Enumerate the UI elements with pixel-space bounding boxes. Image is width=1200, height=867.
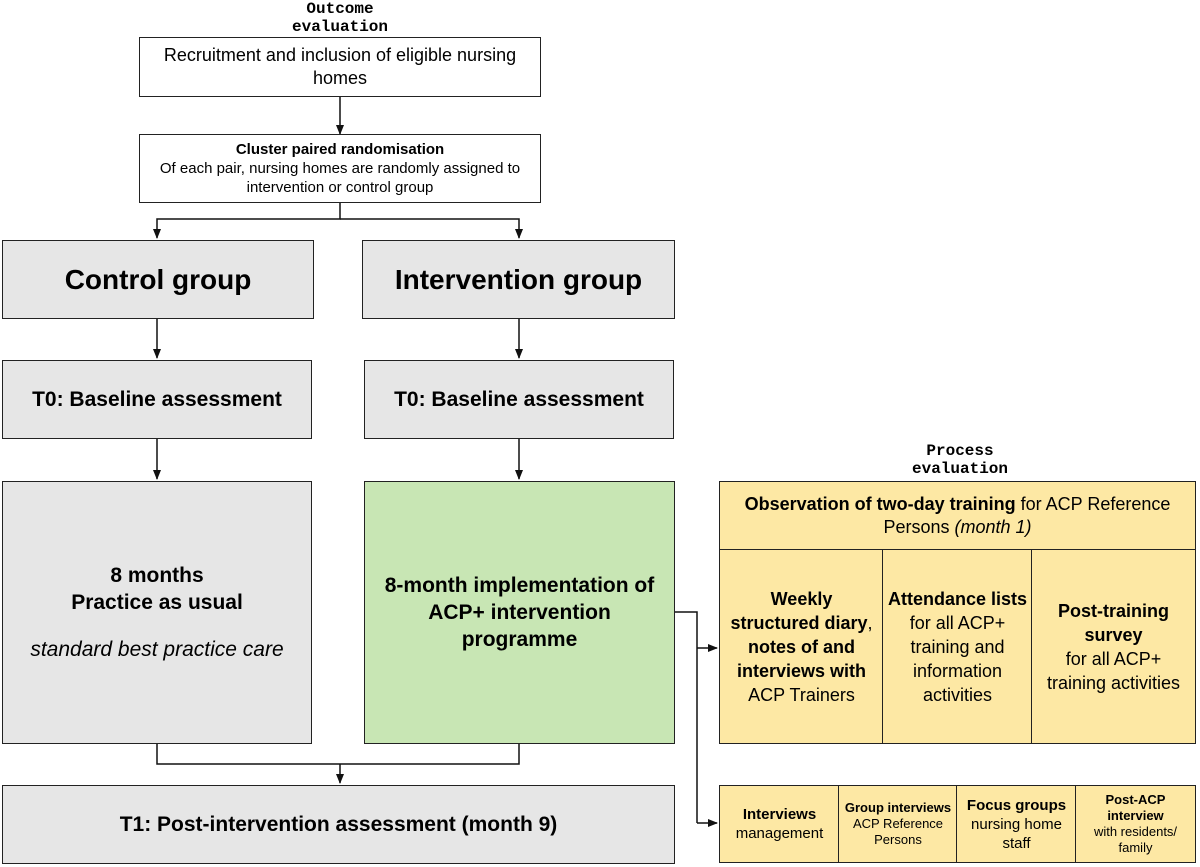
- split-line-right: [340, 218, 523, 239]
- diary-comma: ,: [867, 612, 873, 633]
- recruitment-box: Recruitment and inclusion of eligible nu…: [139, 37, 541, 97]
- acp-programme-box: 8-month implementation of ACP+ intervent…: [364, 481, 675, 744]
- recruitment-text: Recruitment and inclusion of eligible nu…: [163, 45, 517, 88]
- practice-duration: 8 months: [110, 564, 204, 587]
- attendance-detail: for all ACP+ training and information ac…: [909, 612, 1006, 705]
- diary-box: Weekly structured diary, notes of and in…: [719, 549, 884, 744]
- control-baseline-box: T0: Baseline assessment: [2, 360, 312, 439]
- randomisation-title: Cluster paired randomisation: [235, 141, 445, 158]
- control-baseline-text: T0: Baseline assessment: [32, 387, 282, 411]
- split-line: [153, 203, 341, 239]
- practice-description: standard best practice care: [30, 638, 284, 661]
- practice-title: Practice as usual: [71, 591, 243, 614]
- observation-box: Observation of two-day training for ACP …: [719, 481, 1196, 551]
- group-interviews-title: Group interviews: [844, 800, 952, 815]
- post-intervention-box: T1: Post-intervention assessment (month …: [2, 785, 675, 864]
- group-interviews-box: Group interviews ACP Reference Persons: [838, 785, 958, 863]
- intervention-group-title: Intervention group: [394, 263, 643, 295]
- focus-groups-box: Focus groups nursing home staff: [956, 785, 1077, 863]
- observation-detail: for ACP Reference Persons: [883, 494, 1171, 537]
- process-connector: [675, 611, 698, 823]
- process-label-line2: evaluation: [911, 460, 1008, 478]
- acp-programme-text: 8-month implementation of ACP+ intervent…: [384, 574, 655, 651]
- outcome-evaluation-label: Outcome evaluation: [265, 0, 415, 36]
- process-label-line1: Process: [926, 442, 994, 460]
- control-group-title: Control group: [64, 263, 252, 295]
- merge-line: [156, 744, 520, 765]
- survey-title: Post-training survey: [1058, 600, 1169, 645]
- randomisation-box: Cluster paired randomisation Of each pai…: [139, 134, 541, 203]
- outcome-label-line1: Outcome: [306, 0, 374, 18]
- practice-as-usual-box: 8 months Practice as usual standard best…: [2, 481, 312, 744]
- interviews-title: Interviews: [742, 806, 817, 823]
- process-evaluation-label: Process evaluation: [880, 442, 1040, 478]
- observation-title: Observation of two-day training: [744, 494, 1016, 514]
- diary-detail: ACP Trainers: [748, 684, 855, 705]
- focus-groups-detail: nursing home staff: [971, 815, 1062, 852]
- diary-text: Weekly structured diary, notes of and in…: [724, 587, 879, 683]
- control-group-box: Control group: [2, 240, 314, 319]
- outcome-label-line2: evaluation: [291, 18, 388, 36]
- post-acp-detail: with residents/ family: [1093, 824, 1178, 855]
- post-acp-box: Post-ACP interview with residents/ famil…: [1075, 785, 1196, 863]
- focus-groups-title: Focus groups: [966, 796, 1067, 814]
- survey-box: Post-training survey for all ACP+ traini…: [1031, 549, 1196, 744]
- attendance-title: Attendance lists: [887, 588, 1028, 609]
- survey-detail: for all ACP+ training activities: [1046, 648, 1181, 693]
- group-interviews-detail: ACP Reference Persons: [852, 816, 944, 847]
- intervention-group-box: Intervention group: [362, 240, 675, 319]
- diary-title: Weekly structured diary: [730, 588, 868, 633]
- diary-subtitle: notes of and interviews with: [736, 636, 867, 681]
- observation-month: (month 1): [954, 517, 1032, 537]
- observation-text: Observation of two-day training for ACP …: [730, 493, 1185, 539]
- attendance-box: Attendance lists for all ACP+ training a…: [882, 549, 1033, 744]
- interviews-detail: management: [735, 825, 824, 842]
- intervention-baseline-text: T0: Baseline assessment: [394, 387, 644, 411]
- randomisation-body: Of each pair, nursing homes are randomly…: [159, 160, 521, 196]
- post-acp-title: Post-ACP interview: [1105, 792, 1166, 823]
- intervention-baseline-box: T0: Baseline assessment: [364, 360, 674, 439]
- interviews-box: Interviews management: [719, 785, 840, 863]
- post-intervention-text: T1: Post-intervention assessment (month …: [119, 812, 558, 836]
